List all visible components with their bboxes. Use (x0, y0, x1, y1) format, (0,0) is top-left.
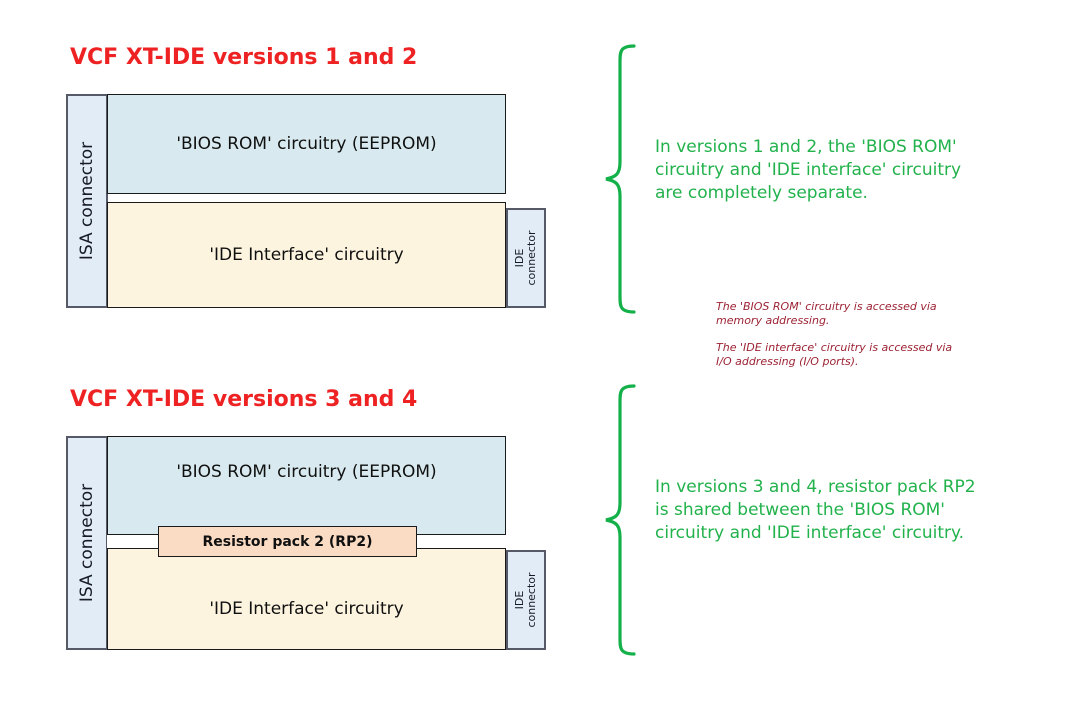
section-title-versions-3-4: VCF XT-IDE versions 3 and 4 (70, 387, 418, 412)
isa-connector-v34: ISA connector (66, 436, 108, 650)
brace-versions-3-4 (600, 384, 644, 656)
resistor-pack-rp2-box: Resistor pack 2 (RP2) (158, 526, 417, 557)
isa-connector-v12: ISA connector (66, 94, 108, 308)
footnote-ide-interface-addressing: The 'IDE interface' circuitry is accesse… (716, 341, 953, 368)
bios-rom-block-v12: 'BIOS ROM' circuitry (EEPROM) (107, 94, 506, 194)
note-versions-3-4: In versions 3 and 4, resistor pack RP2 i… (655, 477, 976, 543)
ide-interface-block-v34: 'IDE Interface' circuitry (107, 548, 506, 650)
resistor-pack-rp2-label: Resistor pack 2 (RP2) (202, 533, 373, 550)
note-versions-1-2: In versions 1 and 2, the 'BIOS ROM' circ… (655, 137, 962, 203)
section-title-versions-1-2: VCF XT-IDE versions 1 and 2 (70, 45, 418, 70)
isa-connector-label: ISA connector (77, 141, 97, 261)
ide-connector-label-line2: connector (525, 572, 538, 628)
ide-interface-block-label: 'IDE Interface' circuitry (209, 599, 404, 619)
ide-connector-label-line2: connector (525, 230, 538, 286)
ide-interface-block-v12: 'IDE Interface' circuitry (107, 202, 506, 308)
footnote-bios-rom-addressing: The 'BIOS ROM' circuitry is accessed via… (716, 300, 937, 327)
ide-interface-block-label: 'IDE Interface' circuitry (209, 245, 404, 265)
bios-rom-block-label: 'BIOS ROM' circuitry (EEPROM) (176, 462, 437, 482)
bios-rom-block-v34: 'BIOS ROM' circuitry (EEPROM) (107, 436, 506, 536)
bios-rom-block-label: 'BIOS ROM' circuitry (EEPROM) (176, 134, 437, 154)
brace-versions-1-2 (600, 44, 644, 314)
isa-connector-label: ISA connector (77, 483, 97, 603)
